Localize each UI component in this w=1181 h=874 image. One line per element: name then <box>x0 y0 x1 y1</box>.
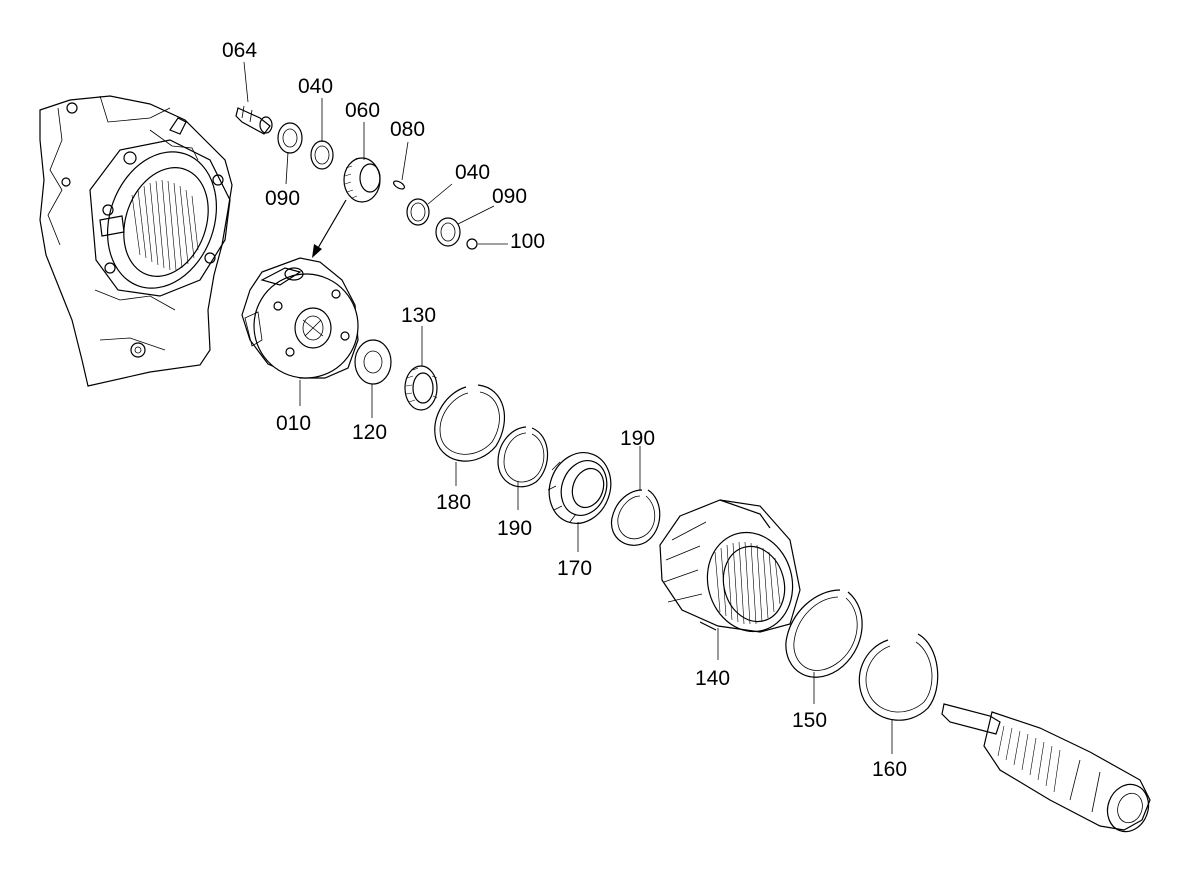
output-shaft <box>941 703 1151 833</box>
needle-bearing-130 <box>404 365 438 411</box>
callout-080: 080 <box>390 118 426 141</box>
callout-010: 010 <box>276 412 312 435</box>
callout-090: 090 <box>265 187 301 210</box>
callout-140: 140 <box>695 667 731 690</box>
callout-040-second: 040 <box>455 161 491 184</box>
callout-180: 180 <box>436 491 472 514</box>
callout-190: 190 <box>497 517 533 540</box>
callout-160: 160 <box>872 758 908 781</box>
callout-090-second: 090 <box>492 185 528 208</box>
callout-190-second: 190 <box>620 427 656 450</box>
callout-100: 100 <box>510 230 546 253</box>
callout-130: 130 <box>401 304 437 327</box>
pin-080 <box>392 180 406 190</box>
callout-120: 120 <box>352 421 388 444</box>
ring-100 <box>466 238 478 250</box>
snap-ring-190 <box>497 426 549 488</box>
retaining-ring-180 <box>434 384 505 462</box>
ring-150 <box>785 589 863 678</box>
gear-060 <box>343 157 381 203</box>
ring-040-second <box>406 198 430 226</box>
callout-170: 170 <box>557 557 593 580</box>
ring-040 <box>310 140 334 170</box>
leader-lines <box>243 61 893 754</box>
washer-090-second <box>435 217 461 247</box>
ball-bearing-170 <box>547 452 612 524</box>
housing <box>39 95 233 387</box>
planet-carrier-010 <box>241 257 359 379</box>
callout-150: 150 <box>792 709 828 732</box>
callout-040: 040 <box>298 75 334 98</box>
pin-064 <box>235 105 273 135</box>
callout-060: 060 <box>345 99 381 122</box>
callout-064: 064 <box>222 39 258 62</box>
drum-140 <box>659 499 801 633</box>
circlip-160 <box>858 633 939 721</box>
snap-ring-190-second <box>610 489 661 546</box>
washer-090 <box>277 122 303 154</box>
thrust-washer-120 <box>354 339 392 385</box>
